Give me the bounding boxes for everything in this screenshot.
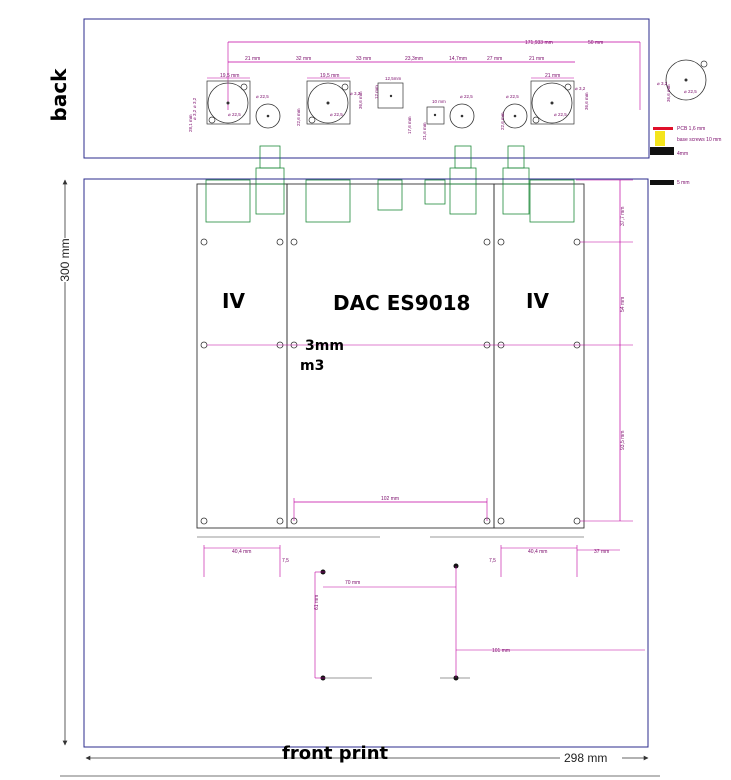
- xlr-left-hole: ⌀ 3,2: [192, 97, 197, 108]
- screw-type-label: m3: [300, 358, 324, 374]
- pcb-iv-left: [196, 183, 288, 529]
- legend-5mm: 5 mm: [677, 180, 690, 186]
- xlr-right-hole: ⌀ 3,2: [575, 86, 586, 91]
- square1-offset: 17,6 mm: [407, 116, 412, 134]
- dim-d6: 27 mm: [487, 56, 502, 62]
- dim-d1: 21 mm: [245, 56, 260, 62]
- xlr-jack-left: 19,5 mm ⌀ 22,5 ⌀ 3,2 28,1 mm: [188, 73, 251, 132]
- dim-40-4-right: 40,4 mm: [528, 549, 547, 555]
- pcb-connectors: [205, 179, 575, 223]
- width-label: 298 mm: [564, 751, 607, 765]
- dim-7-5-left: 7,5: [282, 558, 289, 564]
- square-terminal-1: 12,5mm 12 mm 17,6 mm: [374, 76, 412, 134]
- bnc-far-height: 36,6 mm: [666, 84, 671, 102]
- dim-102: 102 mm: [381, 496, 399, 502]
- bnc-far-hole: ⌀ 3,2: [657, 81, 668, 86]
- pcb-iv-right: [493, 183, 585, 529]
- dim-37-7: 37,7 mm: [620, 207, 626, 226]
- front-feature-holes: 70 mm 61 mm 101 mm: [314, 563, 645, 681]
- bnc-jack-3: ⌀ 22,5 22,6 mm: [500, 94, 528, 130]
- mounting-holes: [200, 238, 581, 525]
- square2-offset: 21,6 mm: [422, 122, 427, 140]
- dim-d7: 21 mm: [529, 56, 544, 62]
- bnc1-diameter: ⌀ 22,5: [256, 94, 269, 99]
- square1-height: 12 mm: [374, 85, 379, 99]
- dim-40-4-left: 40,4 mm: [232, 549, 251, 555]
- height-label: 300 mm: [58, 238, 72, 281]
- pcb-dac: [286, 183, 495, 529]
- bnc-far-diameter: ⌀ 22,5: [684, 89, 697, 94]
- dim-101: 101 mm: [492, 648, 510, 654]
- dim-50: 50 mm: [588, 40, 603, 46]
- dim-37: 37 mm: [594, 549, 609, 555]
- dim-d2: 32 mm: [296, 56, 311, 62]
- bnc3-diameter: ⌀ 22,5: [506, 94, 519, 99]
- screw-size-label: 3mm: [305, 338, 344, 354]
- bnc3-height: 22,6 mm: [500, 112, 505, 130]
- xlr-right-width: 21 mm: [545, 73, 560, 79]
- xlr-jack-right: 21 mm ⌀ 22,5 ⌀ 3,2 36,6 mm: [530, 73, 589, 125]
- iv-right-label: IV: [526, 289, 549, 313]
- bnc-jack-far: ⌀ 22,5 ⌀ 3,2 36,6 mm ⌀ 3,2: [192, 59, 708, 120]
- xlr-left-height: 28,1 mm: [188, 114, 193, 132]
- square-terminal-2: 10 mm 21,6 mm: [422, 99, 446, 140]
- bnc-far-hole-2: ⌀ 3,2: [192, 109, 197, 120]
- dim-7-5-right: 7,5: [489, 558, 496, 564]
- dim-54: 54 mm: [620, 297, 626, 312]
- layer-legend: PCB 1,6 mm base screws 10 mm 4mm 5 mm: [650, 126, 721, 186]
- xlr-right-ring: ⌀ 22,5: [554, 112, 567, 117]
- xlr-middle-width: 19,5 mm: [320, 73, 339, 79]
- bnc2-diameter: ⌀ 22,5: [460, 94, 473, 99]
- bnc-jack-1: ⌀ 22,5 22,6 mm: [255, 94, 301, 129]
- xlr-left-ring: ⌀ 22,5: [228, 112, 241, 117]
- back-panel: back 171,933 mm 50 mm 21 mm 32 mm 33 mm …: [47, 18, 708, 185]
- bnc1-height: 22,6 mm: [296, 108, 301, 126]
- xlr-middle-height: 36,6 mm: [358, 91, 363, 109]
- xlr-middle-ring: ⌀ 22,5: [330, 112, 343, 117]
- legend-pcb: PCB 1,6 mm: [677, 126, 705, 132]
- dim-d4: 23,3mm: [405, 56, 423, 62]
- dim-93-5: 93,5 mm: [620, 431, 626, 450]
- dim-total: 171,933 mm: [525, 40, 553, 46]
- dim-d3: 33 mm: [356, 56, 371, 62]
- back-panel-outline: [83, 18, 650, 159]
- dim-70: 70 mm: [345, 580, 360, 586]
- legend-screws: base screws 10 mm: [677, 137, 721, 143]
- dim-61: 61 mm: [314, 595, 320, 610]
- connector-stubs: [255, 145, 530, 185]
- xlr-middle-hole: ⌀ 3,2: [350, 91, 361, 96]
- xlr-left-width: 19,5 mm: [220, 73, 239, 79]
- dim-d5: 14,7mm: [449, 56, 467, 62]
- square1-width: 12,5mm: [385, 76, 402, 81]
- dac-label: DAC ES9018: [333, 291, 470, 315]
- bnc-jack-2: ⌀ 22,5: [449, 94, 475, 129]
- front-print-label: front print: [282, 743, 389, 764]
- base-plate: 300 mm 298 mm front print: [56, 178, 649, 765]
- square2-width: 10 mm: [432, 99, 446, 104]
- iv-left-label: IV: [222, 289, 245, 313]
- base-plate-outline: [83, 178, 649, 748]
- xlr-jack-middle: 19,5 mm ⌀ 22,5 ⌀ 3,2 36,6 mm: [306, 73, 363, 125]
- legend-4mm: 4mm: [677, 151, 688, 157]
- back-label: back: [47, 68, 71, 122]
- xlr-right-height: 36,6 mm: [584, 92, 589, 110]
